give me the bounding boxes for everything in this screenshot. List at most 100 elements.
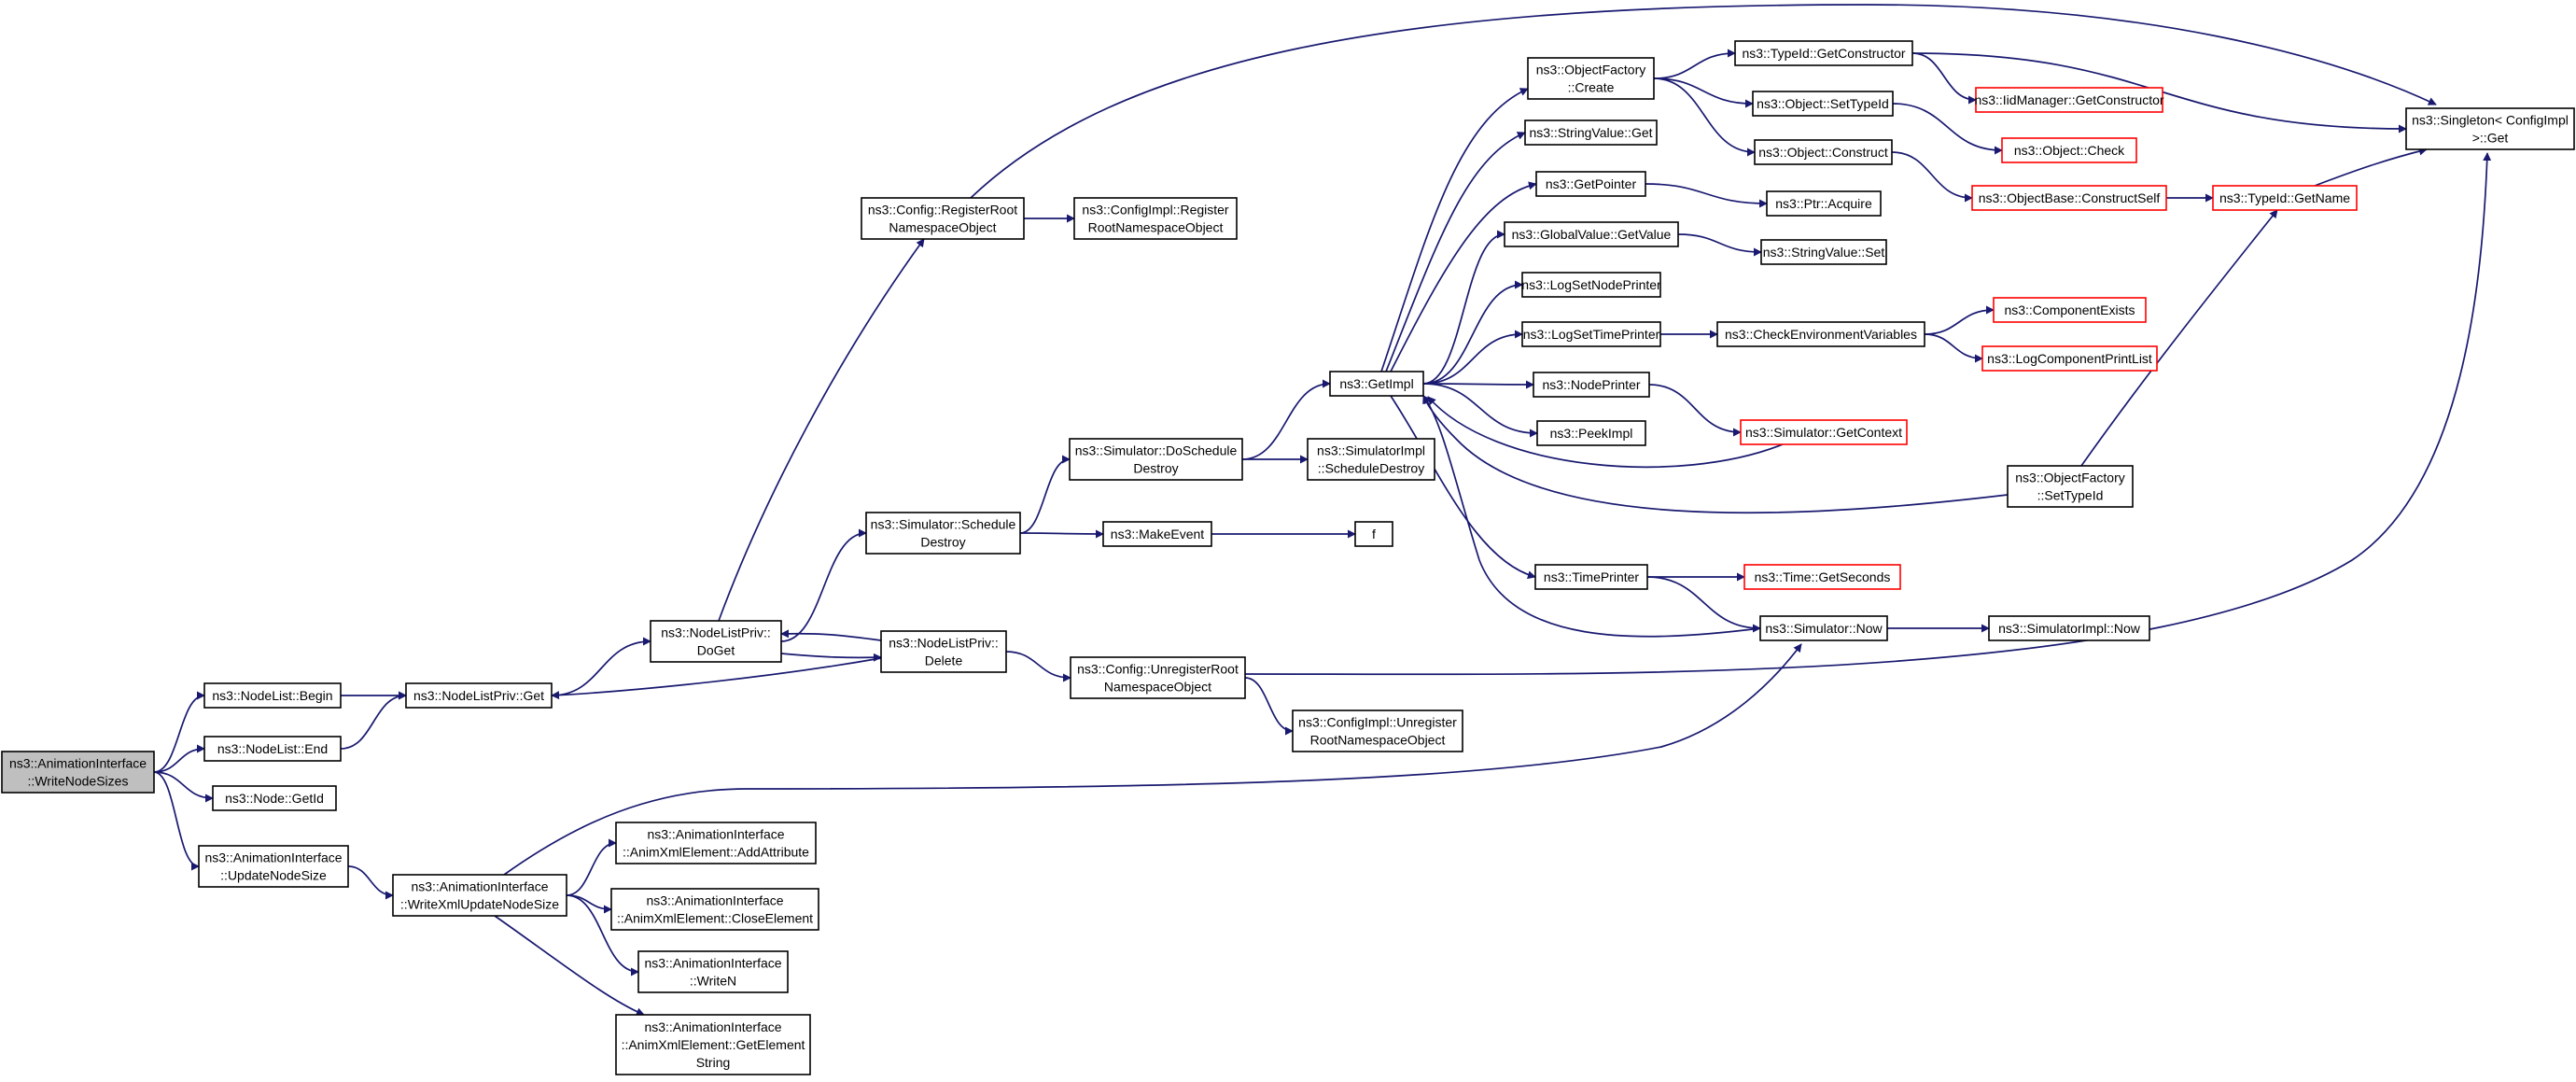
node-box [1535,171,1646,197]
node-label-line: ns3::AnimationInterface [647,827,784,842]
node-getpointer[interactable]: ns3::GetPointer [1535,171,1646,197]
node-label-line: ns3::ObjectFactory [1536,63,1646,77]
node-root[interactable]: ns3::AnimationInterface::WriteNodeSizes [1,751,155,794]
node-f[interactable]: f [1354,521,1393,547]
node-label-line: ::WriteN [690,974,736,989]
node-label-line: ns3::TypeId::GetConstructor [1742,46,1905,61]
call-edge-getimpl-to-peekimpl [1422,383,1538,438]
call-edge-nlp_doget-to-nlp_delete [780,653,882,662]
call-edge-cfg_unregisterroot-to-cfgimpl_unregisterroot [1244,677,1294,736]
call-edge-nlp_doget-to-cfg_registerroot [718,238,925,622]
node-box [1754,139,1893,165]
node-time-getseconds[interactable]: ns3::Time::GetSeconds [1743,564,1901,590]
node-logsetnodeprinter[interactable]: ns3::LogSetNodePrinter [1521,272,1661,298]
node-box [405,682,553,709]
node-ai-writexmlupdatenodesize[interactable]: ns3::AnimationInterface::WriteXmlUpdateN… [392,874,567,917]
node-ai-updatenodesize[interactable]: ns3::AnimationInterface::UpdateNodeSize [198,845,349,888]
node-label-line: DoGet [697,643,735,658]
node-box [610,888,819,931]
node-object-check[interactable]: ns3::Object::Check [2001,137,2137,163]
call-edge-ai_writexmlupdatenodesize-to-axe_addattribute [566,838,617,896]
node-cfgimpl-unregisterroot[interactable]: ns3::ConfigImpl::UnregisterRootNamespace… [1292,710,1463,752]
node-box [1988,615,2150,641]
node-axe-addattribute[interactable]: ns3::AnimationInterface::AnimXmlElement:… [615,822,817,864]
node-timeprinter[interactable]: ns3::TimePrinter [1534,564,1648,590]
node-label-line: ns3::GetPointer [1546,176,1637,191]
node-singleton-get[interactable]: ns3::Singleton< ConfigImpl >::Get [2405,107,2575,150]
node-label-line: ns3::ConfigImpl::Unregister [1298,715,1457,730]
node-label-line: ns3::NodePrinter [1542,377,1640,392]
edge-layer [153,4,2492,1016]
call-edge-getimpl-to-nodeprinter [1422,380,1534,389]
node-label-line: ns3::Singleton< ConfigImpl [2412,113,2569,128]
node-label-line: ::AnimXmlElement::GetElement [622,1037,805,1052]
node-iidmanager-getconstructor[interactable]: ns3::IidManager::GetConstructor [1974,87,2164,113]
node-ptr-acquire[interactable]: ns3::Ptr::Acquire [1766,190,1882,217]
call-edge-getimpl-to-stringvalue_get [1385,132,1526,372]
node-label-line: ns3::ComponentExists [2004,302,2135,317]
node-typeid-getconstructor[interactable]: ns3::TypeId::GetConstructor [1734,40,1913,66]
call-edge-nlp_get-to-nlp_doget [551,637,651,696]
call-edge-cfg_registerroot-to-singleton_get [970,4,2437,199]
call-edge-getpointer-to-ptr_acquire [1645,183,1768,208]
node-sim-scheduledestroy[interactable]: ns3::Simulator::ScheduleDestroy [865,512,1021,555]
node-label-line: ::Create [1568,80,1615,95]
node-box [392,874,567,917]
call-edge-sim_getcontext-to-getimpl [1427,396,1784,469]
node-box [2212,185,2358,211]
node-label-line: ns3::NodeList::End [217,741,328,756]
node-simimpl-scheduledestroy[interactable]: ns3::SimulatorImpl::ScheduleDestroy [1307,438,1435,481]
node-of-create[interactable]: ns3::ObjectFactory::Create [1527,57,1655,100]
node-stringvalue-set[interactable]: ns3::StringValue::Set [1760,239,1887,265]
node-sim-getcontext[interactable]: ns3::Simulator::GetContext [1740,419,1908,445]
node-objectbase-constructself[interactable]: ns3::ObjectBase::ConstructSelf [1971,185,2167,211]
node-ai-writen[interactable]: ns3::AnimationInterface::WriteN [637,950,789,993]
node-checkenvvars[interactable]: ns3::CheckEnvironmentVariables [1716,321,1925,347]
node-nl-begin[interactable]: ns3::NodeList::Begin [203,682,342,709]
node-label-line: ::SetTypeId [2037,488,2104,503]
node-makeevent[interactable]: ns3::MakeEvent [1102,521,1212,547]
node-gv-getvalue[interactable]: ns3::GlobalValue::GetValue [1504,221,1679,247]
node-label-line: ns3::NodeListPriv:: [661,625,771,640]
node-box [1,751,155,794]
node-getimpl[interactable]: ns3::GetImpl [1329,371,1424,397]
node-box [1993,297,2147,323]
call-edge-of_settypeid-to-getimpl [1422,395,2009,514]
node-stringvalue-get[interactable]: ns3::StringValue::Get [1524,119,1658,146]
node-box [2405,107,2575,150]
node-node-getid[interactable]: ns3::Node::GetId [212,785,337,811]
node-label-line: ns3::Object::SetTypeId [1757,96,1889,111]
call-edge-nl_end-to-nlp_get [340,691,407,750]
node-logcomponentprintlist[interactable]: ns3::LogComponentPrintList [1981,345,2158,372]
node-peekimpl[interactable]: ns3::PeekImpl [1536,420,1646,446]
node-label-line: ns3::AnimationInterface [9,756,147,771]
node-axe-closeelement[interactable]: ns3::AnimationInterface::AnimXmlElement:… [610,888,819,931]
node-box [1740,419,1908,445]
node-nodeprinter[interactable]: ns3::NodePrinter [1533,372,1650,398]
node-nlp-delete[interactable]: ns3::NodeListPriv::Delete [880,630,1007,673]
node-label-line: NamespaceObject [1104,680,1211,695]
node-of-settypeid[interactable]: ns3::ObjectFactory::SetTypeId [2007,465,2134,508]
node-nlp-get[interactable]: ns3::NodeListPriv::Get [405,682,553,709]
node-typeid-getname[interactable]: ns3::TypeId::GetName [2212,185,2358,211]
call-edge-ai_updatenodesize-to-ai_writexmlupdatenodesize [347,865,394,900]
node-object-settypeid[interactable]: ns3::Object::SetTypeId [1752,91,1894,117]
node-simimpl-now[interactable]: ns3::SimulatorImpl::Now [1988,615,2150,641]
node-box [861,197,1025,240]
node-sim-now[interactable]: ns3::Simulator::Now [1759,615,1888,641]
node-logsettimeprinter[interactable]: ns3::LogSetTimePrinter [1521,321,1661,347]
node-nlp-doget[interactable]: ns3::NodeListPriv::DoGet [650,620,782,663]
node-componentexists[interactable]: ns3::ComponentExists [1993,297,2147,323]
node-cfg-unregisterroot[interactable]: ns3::Config::UnregisterRootNamespaceObje… [1070,656,1246,699]
node-box [1759,615,1888,641]
node-axe-getelementstring[interactable]: ns3::AnimationInterface::AnimXmlElement:… [615,1014,811,1075]
call-edge-nlp_delete-to-cfg_unregisterroot [1005,651,1071,682]
call-edge-sim_doscheduledestroy-to-getimpl [1241,379,1331,460]
node-object-construct[interactable]: ns3::Object::Construct [1754,139,1893,165]
call-edge-checkenvvars-to-logcomponentprintlist [1924,333,1983,363]
node-nl-end[interactable]: ns3::NodeList::End [203,736,342,762]
node-cfgimpl-registerroot[interactable]: ns3::ConfigImpl::RegisterRootNamespaceOb… [1073,197,1238,240]
